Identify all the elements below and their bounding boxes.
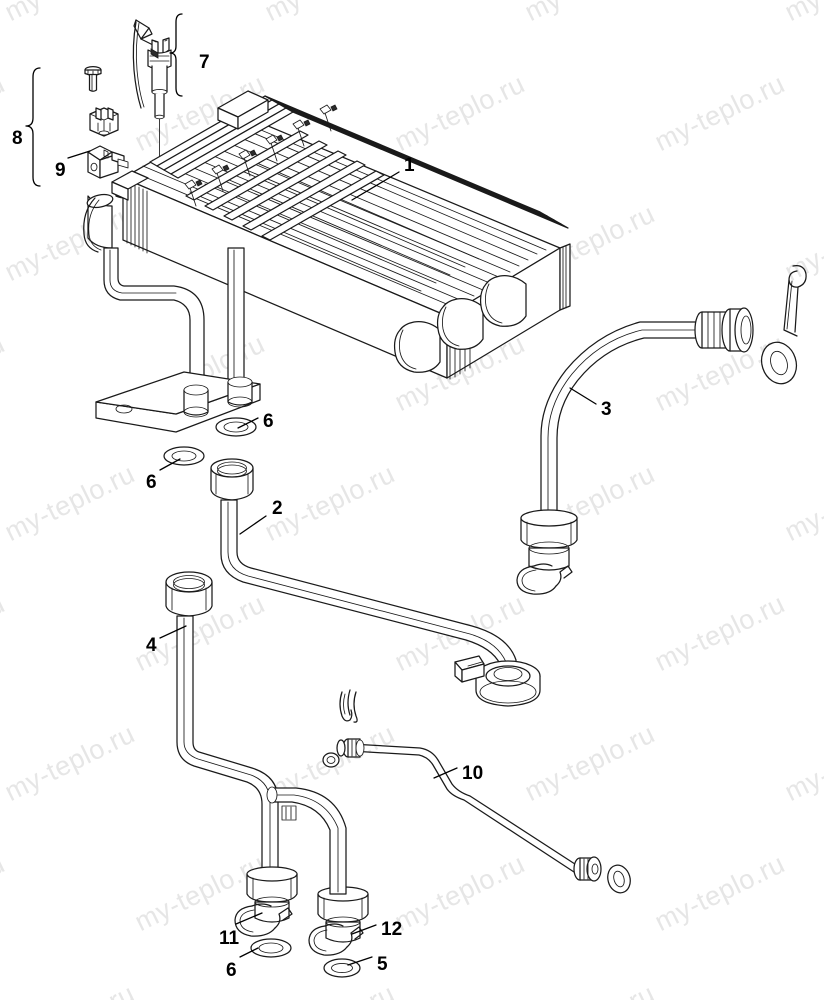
riser-pipe-4 (165, 571, 279, 875)
retaining-clip-11 (234, 903, 293, 937)
retaining-bracket-part (87, 145, 129, 179)
callout-7: 7 (199, 52, 210, 73)
leader-12 (351, 924, 377, 935)
leader-6b (159, 458, 181, 471)
leader-6a (237, 417, 259, 429)
tube10-right-fitting (573, 856, 602, 882)
pipe3-nut (520, 509, 578, 571)
u-bend-returns (393, 275, 527, 373)
tube10-left-fitting (336, 738, 365, 758)
horseshoe-clip-pipe3 (516, 563, 573, 595)
leader-2 (239, 515, 267, 535)
bracket-8 (25, 67, 41, 187)
branch-pipe (266, 786, 347, 895)
callout-5: 5 (377, 954, 388, 975)
return-pipe-2 (210, 458, 517, 691)
coupling-washer (760, 341, 798, 385)
leader-lines (67, 150, 597, 966)
bracket-7 (169, 13, 183, 97)
callout-6c: 6 (226, 960, 237, 981)
gasket-6b (163, 446, 205, 466)
leader-6c (239, 947, 259, 958)
lower-nut-right (317, 886, 369, 943)
callout-brackets (25, 13, 183, 187)
leader-5 (347, 956, 373, 966)
tube-clips (184, 104, 338, 207)
heat-exchanger (83, 90, 571, 380)
leader-3 (569, 387, 597, 405)
callout-9: 9 (55, 160, 66, 181)
callout-8: 8 (12, 128, 23, 149)
pipe3-coupling (694, 307, 754, 353)
callout-11: 11 (219, 928, 240, 949)
callout-3: 3 (601, 399, 612, 420)
temperature-sensor-part (147, 37, 172, 186)
spacer-clip-part (89, 107, 119, 137)
left-outlet-pipes (95, 247, 261, 433)
gasket-6a (215, 417, 257, 437)
condensate-tube-10 (322, 738, 631, 894)
pipe2-flange (454, 655, 541, 707)
sensor-spring-clip (132, 19, 154, 109)
screw-part (84, 65, 102, 92)
leader-4 (159, 625, 187, 639)
retaining-clip-12 (308, 923, 364, 956)
leader-10 (433, 767, 458, 779)
callout-12: 12 (381, 919, 403, 940)
flow-pipe-3 (520, 307, 754, 571)
hairpin-clip (783, 265, 807, 337)
callout-2: 2 (272, 498, 283, 519)
u-clip (339, 689, 358, 723)
callout-1: 1 (404, 155, 415, 176)
leader-1 (351, 171, 400, 201)
lower-nut-left (246, 866, 298, 923)
callout-6b: 6 (146, 472, 157, 493)
callout-6a: 6 (263, 411, 274, 432)
callout-4: 4 (146, 635, 157, 656)
callout-10: 10 (462, 763, 484, 784)
leader-11 (235, 912, 263, 925)
leader-9 (67, 150, 91, 159)
washer-5 (323, 958, 361, 978)
gasket-6c (250, 938, 292, 958)
